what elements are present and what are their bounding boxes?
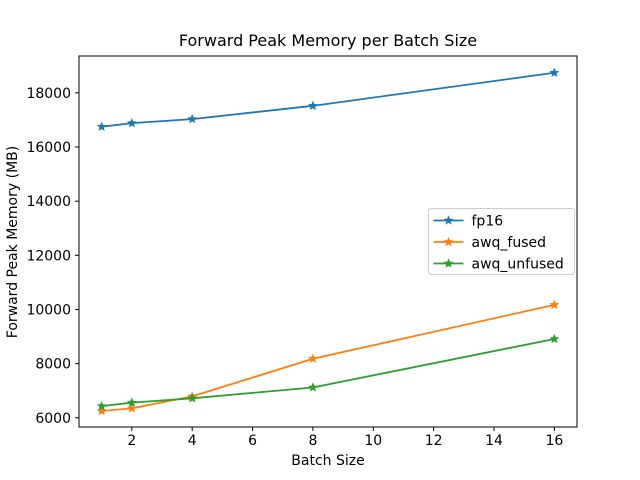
series-marker-awq_fused bbox=[549, 299, 560, 310]
series-marker-awq_fused bbox=[126, 403, 137, 413]
series-line-fp16 bbox=[100, 71, 556, 128]
y-tick-label: 10000 bbox=[26, 302, 71, 318]
x-tick-label: 16 bbox=[545, 433, 563, 449]
chart-title: Forward Peak Memory per Batch Size bbox=[179, 31, 477, 50]
legend-marker-awq_unfused bbox=[443, 258, 454, 268]
legend-label-fp16: fp16 bbox=[472, 214, 504, 230]
x-tick-label: 10 bbox=[364, 433, 382, 449]
y-tick-label: 14000 bbox=[26, 194, 71, 210]
x-tick-label: 8 bbox=[308, 433, 317, 449]
x-tick-label: 6 bbox=[248, 433, 257, 449]
series-line-awq_fused bbox=[100, 303, 556, 412]
x-tick-label: 14 bbox=[485, 433, 503, 449]
x-tick-label: 2 bbox=[127, 433, 136, 449]
series-marker-fp16 bbox=[187, 113, 198, 124]
y-tick-label: 12000 bbox=[26, 248, 71, 264]
chart-layer: 2 4 6 8 10 12 14 16 6000 8000 10000 12000 14000 16000… bbox=[26, 55, 578, 449]
series-marker-fp16 bbox=[126, 117, 137, 128]
x-tick-label: 12 bbox=[425, 433, 443, 449]
series-marker-awq_unfused bbox=[187, 393, 198, 403]
series-marker-fp16 bbox=[549, 67, 560, 77]
series-marker-fp16 bbox=[96, 121, 107, 131]
y-tick-label: 8000 bbox=[35, 357, 71, 373]
y-axis-label: Forward Peak Memory (MB) bbox=[5, 146, 21, 338]
x-axis-label: Batch Size bbox=[291, 453, 364, 469]
series-marker-awq_fused bbox=[307, 353, 318, 363]
legend-label-awq_fused: awq_fused bbox=[472, 235, 547, 251]
series-marker-awq_unfused bbox=[549, 333, 560, 344]
series-marker-awq_unfused bbox=[96, 400, 107, 411]
series-marker-awq_unfused bbox=[126, 397, 137, 407]
series-line-awq_unfused bbox=[100, 338, 556, 408]
y-tick-label: 16000 bbox=[26, 140, 71, 156]
axes-frame bbox=[78, 55, 578, 428]
y-tick-label: 6000 bbox=[35, 411, 71, 427]
legend-box bbox=[428, 208, 575, 275]
series-marker-fp16 bbox=[307, 100, 318, 111]
series-marker-awq_fused bbox=[96, 405, 107, 416]
legend-label-awq_unfused: awq_unfused bbox=[472, 257, 564, 273]
series-marker-awq_unfused bbox=[307, 382, 318, 392]
legend-marker-awq_fused bbox=[443, 236, 454, 247]
legend-marker-fp16 bbox=[443, 215, 454, 225]
y-tick-label: 18000 bbox=[26, 86, 71, 102]
x-tick-label: 4 bbox=[188, 433, 197, 449]
